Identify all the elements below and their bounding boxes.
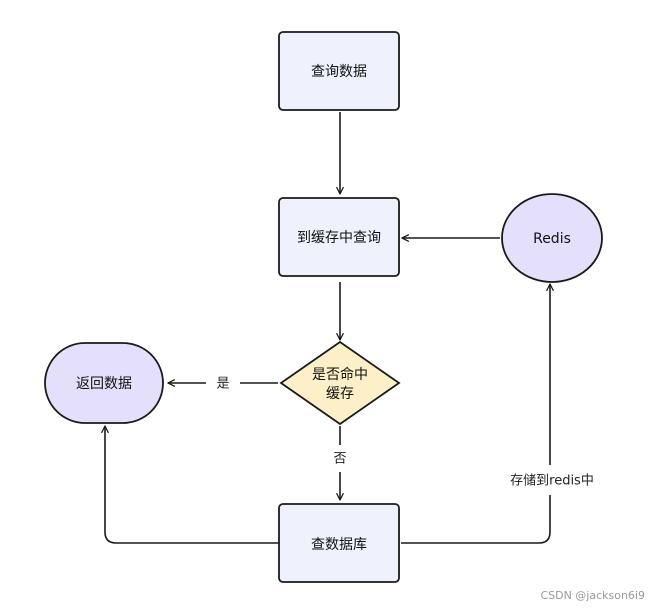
node-cache-hit-decision: 是否命中 缓存 xyxy=(279,340,401,426)
edge-db-to-return xyxy=(101,425,279,544)
edge-label-yes: 是 xyxy=(216,377,229,392)
edge-label-no: 否 xyxy=(333,452,346,467)
node-redis-label: Redis xyxy=(533,231,571,247)
node-query-db: 查数据库 xyxy=(278,503,400,583)
node-cache-hit-label-line1: 是否命中 xyxy=(312,366,368,383)
watermark: CSDN @jackson6i9 xyxy=(540,589,645,602)
node-query-data: 查询数据 xyxy=(278,31,400,111)
node-query-data-label: 查询数据 xyxy=(311,64,367,80)
edge-db-to-redis-segment-a xyxy=(401,495,551,544)
node-cache-query: 到缓存中查询 xyxy=(278,197,400,277)
node-return-data: 返回数据 xyxy=(44,342,164,424)
edge-label-store-redis: 存储到redis中 xyxy=(510,474,594,489)
node-cache-hit-label-line2: 缓存 xyxy=(326,386,354,402)
node-cache-query-label: 到缓存中查询 xyxy=(297,230,381,246)
node-redis: Redis xyxy=(501,193,603,283)
node-query-db-label: 查数据库 xyxy=(311,537,367,553)
node-return-data-label: 返回数据 xyxy=(76,376,132,392)
